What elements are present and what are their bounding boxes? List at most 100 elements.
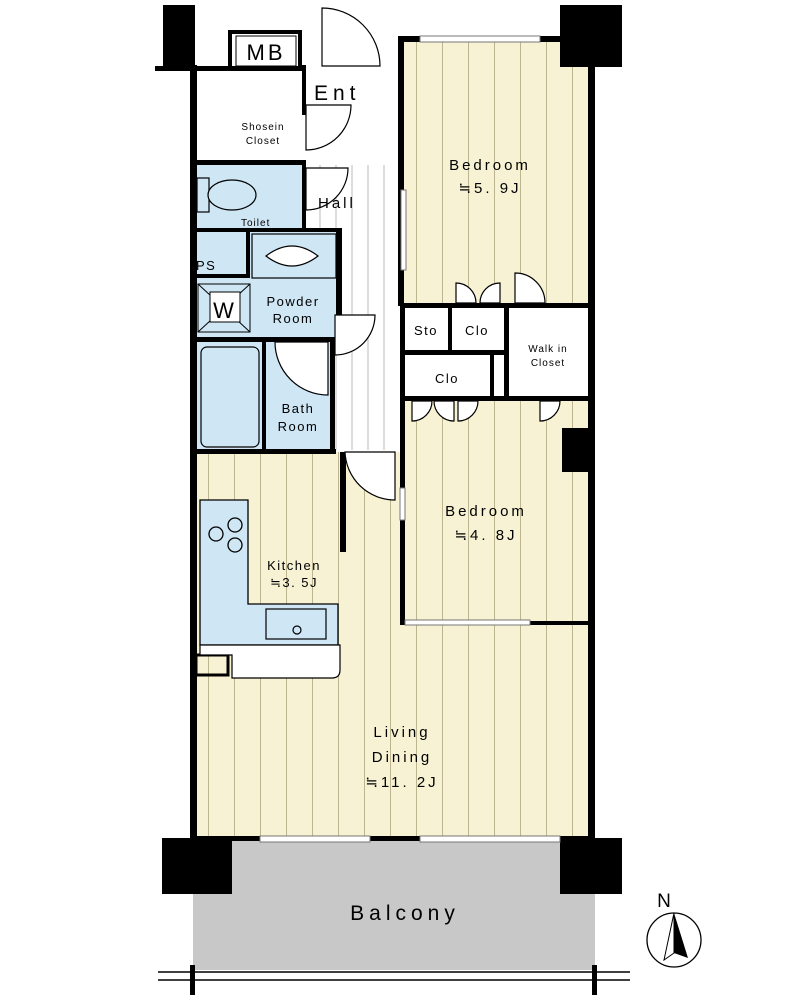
wall-mb-left bbox=[228, 30, 232, 70]
wall-ps-east bbox=[246, 232, 250, 277]
wall-east bbox=[588, 60, 595, 840]
wall-entry-west bbox=[302, 65, 306, 115]
wall-mb-right bbox=[298, 30, 302, 70]
wall-powder-east bbox=[336, 228, 342, 348]
wall-bath-east bbox=[330, 340, 335, 452]
balcony-post-right bbox=[592, 965, 597, 995]
hall-label: Hall bbox=[318, 195, 356, 212]
door-closet-1b bbox=[479, 282, 501, 304]
door-gap-bedroom-south bbox=[399, 487, 406, 521]
wall-ps-bottom bbox=[196, 274, 250, 278]
shosein-closet-label-2: Closet bbox=[246, 136, 280, 147]
doors bbox=[274, 7, 561, 501]
wall-south bbox=[196, 836, 592, 841]
windows bbox=[259, 35, 561, 843]
bedroom-south-size: ≒4. 8J bbox=[454, 527, 517, 544]
powder-room-label-2: Room bbox=[273, 311, 314, 326]
ps-label: PS bbox=[196, 258, 216, 273]
washer-fixture bbox=[197, 283, 251, 333]
door-wic bbox=[514, 272, 546, 304]
wall-sto-west bbox=[400, 305, 405, 400]
door-shosein bbox=[305, 104, 352, 151]
wall-closets-top bbox=[400, 303, 592, 308]
wall-shosein-bottom bbox=[196, 160, 306, 165]
wall-bath-inner bbox=[262, 340, 266, 452]
door-living bbox=[344, 451, 396, 501]
mb-box bbox=[235, 35, 297, 67]
fixtures bbox=[158, 177, 630, 995]
wall-bedroom-north-west bbox=[398, 36, 404, 306]
room-labels: MB Ent Shosein Closet Hall Toilet PS W P… bbox=[196, 35, 567, 925]
shosein-closet-label-1: Shosein bbox=[241, 122, 284, 133]
balcony-post-left bbox=[190, 965, 195, 995]
window-bedroom-north bbox=[419, 35, 541, 43]
column-se bbox=[560, 838, 622, 894]
wall-toilet-bottom bbox=[196, 228, 341, 232]
wall-bedroom-south-west-low bbox=[400, 520, 405, 625]
closet-upper-label: Clo bbox=[465, 323, 489, 338]
compass-needle-right bbox=[674, 913, 688, 958]
wall-powder-bottom bbox=[196, 337, 342, 342]
door-entrance bbox=[321, 7, 381, 67]
door-closet-2c bbox=[457, 400, 479, 422]
bedroom-south-floor bbox=[405, 398, 590, 623]
column-sw bbox=[162, 838, 232, 894]
bedroom-south-name: Bedroom bbox=[445, 503, 527, 520]
wall-bedroom-south-west bbox=[400, 398, 405, 488]
mb-label: MB bbox=[247, 40, 286, 65]
door-toilet bbox=[305, 167, 349, 211]
closet-lower-label: Clo bbox=[435, 371, 459, 386]
entrance-label: Ent bbox=[314, 82, 361, 105]
sink-fixture bbox=[251, 233, 337, 279]
wall-clo-east bbox=[490, 355, 494, 400]
wall-bedroom-south-top bbox=[400, 396, 592, 401]
door-closet-2a bbox=[411, 400, 433, 422]
wall-wic-west bbox=[504, 305, 509, 400]
door-bedroom-south bbox=[539, 400, 561, 422]
window-living-2 bbox=[419, 835, 561, 843]
kitchen-name: Kitchen bbox=[267, 558, 321, 573]
bath-room-label-1: Bath bbox=[282, 401, 315, 416]
door-bath bbox=[274, 341, 329, 396]
wall-sto-clo bbox=[448, 305, 452, 353]
wall-closets-mid bbox=[400, 350, 508, 355]
washer-label: W bbox=[213, 298, 237, 323]
bathtub-fixture bbox=[200, 346, 260, 448]
sliding-door-bedroom-south bbox=[404, 619, 531, 626]
kitchen-size: ≒3. 5J bbox=[270, 575, 318, 590]
storage-label: Sto bbox=[414, 323, 438, 338]
bedroom-north-name: Bedroom bbox=[449, 157, 531, 174]
door-closet-1a bbox=[455, 282, 477, 304]
floor-fills bbox=[193, 40, 595, 970]
bath-room-label-2: Room bbox=[278, 419, 319, 434]
wall-toilet-east bbox=[302, 160, 306, 230]
walk-in-closet-label-1: Walk in bbox=[528, 344, 567, 355]
living-dining-size: ≒11. 2J bbox=[365, 774, 438, 791]
toilet-fixture bbox=[196, 177, 257, 213]
sliding-door-bedroom-north bbox=[400, 189, 407, 271]
bedroom-north-floor bbox=[402, 40, 592, 305]
column-east-mid bbox=[562, 428, 592, 472]
column-nw bbox=[163, 5, 195, 70]
wall-mb-top bbox=[228, 30, 302, 34]
balcony-label: Balcony bbox=[350, 902, 460, 925]
walk-in-closet-label-2: Closet bbox=[531, 358, 565, 369]
wall-kitchen-east bbox=[340, 452, 346, 552]
living-dining-name-2: Dining bbox=[372, 749, 433, 766]
powder-room-label-1: Powder bbox=[266, 294, 319, 309]
balcony-floor bbox=[193, 840, 595, 970]
door-powder bbox=[334, 314, 376, 356]
door-closet-2b bbox=[433, 400, 455, 422]
living-dining-name-1: Living bbox=[373, 724, 430, 741]
stove-icon bbox=[208, 517, 243, 553]
window-living-1 bbox=[259, 835, 371, 843]
kitchen-sink-drain bbox=[292, 625, 302, 635]
wall-west bbox=[190, 65, 197, 840]
compass-north-label: N bbox=[657, 891, 671, 912]
kitchen-sink bbox=[265, 608, 327, 640]
bedroom-north-size: ≒5. 9J bbox=[458, 180, 521, 197]
kitchen-bar bbox=[199, 644, 341, 679]
toilet-label: Toilet bbox=[241, 218, 270, 229]
compass: N bbox=[646, 891, 702, 968]
